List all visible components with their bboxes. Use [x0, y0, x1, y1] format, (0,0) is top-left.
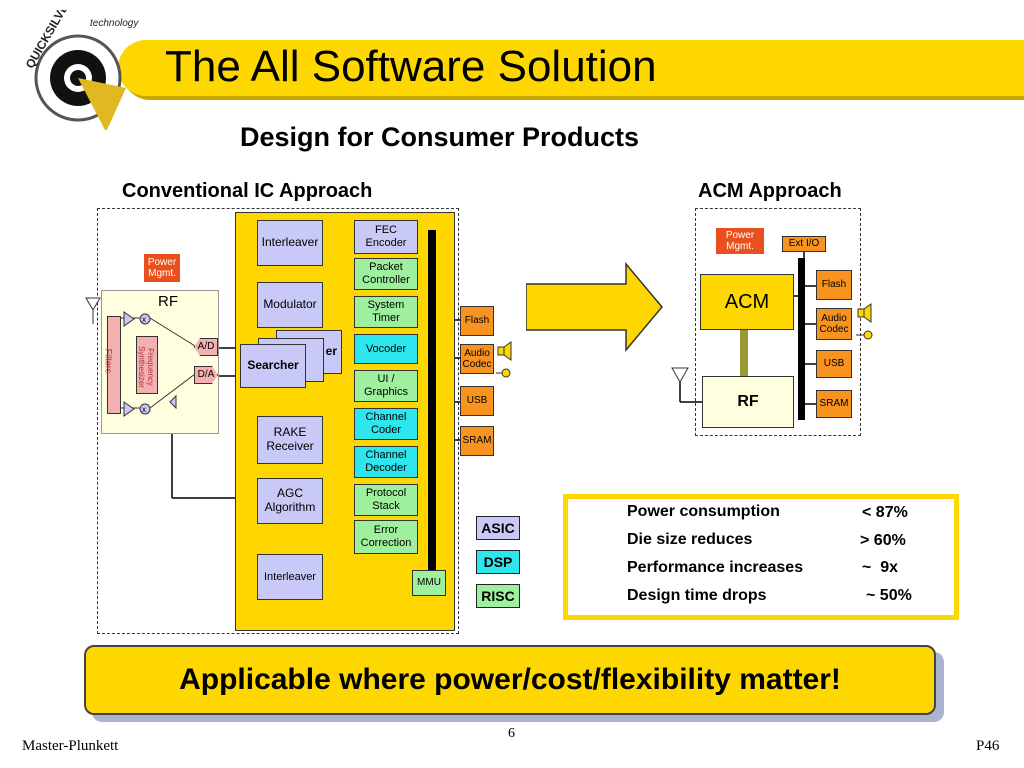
stats-box [563, 494, 959, 620]
stat-design-value: ~ 50% [866, 587, 912, 604]
acm-bus [798, 258, 805, 420]
svg-text:x: x [142, 405, 146, 414]
title-bar [118, 40, 1024, 96]
footer-ref: P46 [976, 738, 1000, 754]
conv-power-mgmt-block: Power Mgmt. [144, 254, 180, 282]
conventional-boundary [97, 208, 459, 634]
footer-page-number: 6 [508, 726, 515, 741]
stat-perf-label: Performance increases [627, 559, 804, 576]
svg-text:x: x [142, 315, 146, 324]
stat-power-value: < 87% [862, 504, 908, 521]
banner-text: Applicable where power/cost/flexibility … [179, 663, 841, 696]
acm-label: ACM Approach [698, 180, 842, 202]
acm-usb-block: USB [816, 350, 852, 378]
searcher-block: Searcher [240, 344, 306, 388]
banner: Applicable where power/cost/flexibility … [84, 645, 936, 715]
channel-coder-block: Channel Coder [354, 408, 418, 440]
filters-block [107, 316, 121, 414]
legend-asic: ASIC [476, 516, 520, 540]
ad-converter: A/D [194, 338, 218, 356]
interleaver-top-block: Interleaver [257, 220, 323, 266]
fec-encoder-block: FEC Encoder [354, 220, 418, 254]
acm-microphone-icon [856, 330, 873, 340]
legend-dsp: DSP [476, 550, 520, 574]
mmu-block: MMU [412, 570, 446, 596]
acm-rf-block: RF [702, 376, 794, 428]
conventional-label: Conventional IC Approach [122, 180, 373, 202]
stat-die-value: > 60% [860, 532, 906, 549]
acm-sram-block: SRAM [816, 390, 852, 418]
searcher-shadow-label: er [325, 344, 337, 359]
speaker-icon [497, 341, 512, 361]
da-converter: D/A [194, 366, 218, 384]
quicksilver-logo: QUICKSILVER technology [23, 10, 139, 130]
stat-perf-value: ~ 9x [862, 559, 899, 576]
conv-sram-block: SRAM [460, 426, 494, 456]
error-correction-block: Error Correction [354, 520, 418, 554]
slide-subtitle: Design for Consumer Products [240, 122, 640, 152]
conv-audio-codec-block: Audio Codec [460, 344, 494, 374]
slide-title: The All Software Solution [165, 42, 657, 91]
acm-rf-link [740, 330, 748, 376]
acm-antenna-icon [671, 367, 689, 384]
microphone-icon [496, 368, 511, 378]
agc-algorithm-block: AGC Algorithm [257, 478, 323, 524]
ext-io-block: Ext I/O [782, 236, 826, 252]
acm-speaker-icon [857, 303, 872, 323]
vocoder-block: Vocoder [354, 334, 418, 364]
system-bus [428, 230, 436, 574]
rf-signal-path: x x [120, 311, 196, 417]
system-timer-block: System Timer [354, 296, 418, 328]
acm-block: ACM [700, 274, 794, 330]
ui-graphics-block: UI / Graphics [354, 370, 418, 402]
protocol-stack-block: Protocol Stack [354, 484, 418, 516]
stat-die-label: Die size reduces [627, 531, 753, 548]
channel-decoder-block: Channel Decoder [354, 446, 418, 478]
footer-author: Master-Plunkett [22, 738, 119, 754]
acm-boundary [695, 208, 861, 436]
stat-power-label: Power consumption [627, 503, 780, 520]
modulator-block: Modulator [257, 282, 323, 328]
rake-receiver-block: RAKE Receiver [257, 416, 323, 464]
stat-design-label: Design time drops [627, 587, 767, 604]
interleaver-bottom-block: Interleaver [257, 554, 323, 600]
acm-flash-block: Flash [816, 270, 852, 300]
conv-usb-block: USB [460, 386, 494, 416]
legend-risc: RISC [476, 584, 520, 608]
acm-audio-codec-block: Audio Codec [816, 308, 852, 340]
acm-power-mgmt-block: Power Mgmt. [716, 228, 764, 254]
transition-arrow [526, 262, 663, 352]
freq-synth-block [136, 336, 158, 394]
packet-controller-block: Packet Controller [354, 258, 418, 290]
conv-flash-block: Flash [460, 306, 494, 336]
rf-label: RF [158, 293, 178, 310]
antenna-icon [85, 297, 101, 324]
svg-text:technology: technology [90, 18, 139, 29]
